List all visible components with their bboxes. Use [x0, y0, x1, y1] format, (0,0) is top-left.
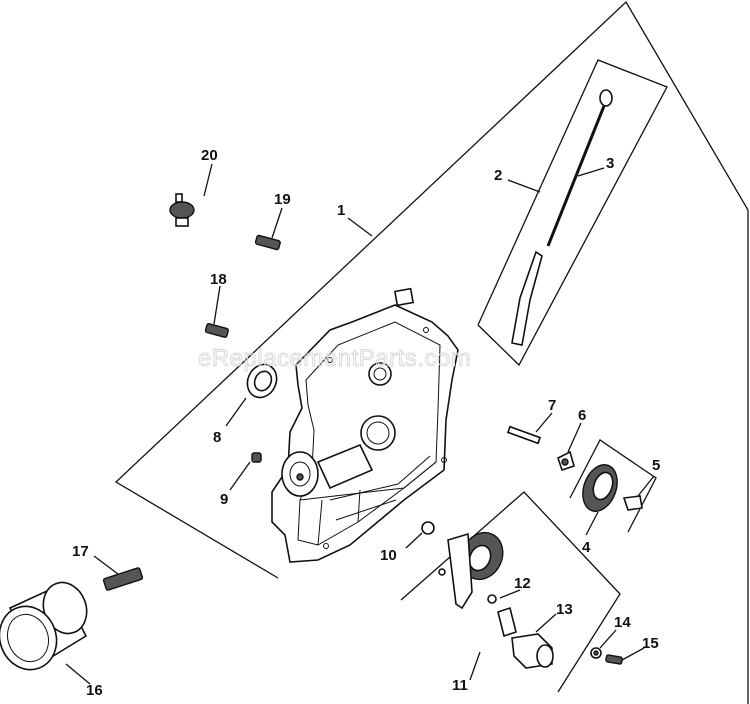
dowel-pin — [506, 425, 542, 445]
label-2: 2 — [494, 167, 502, 184]
label-8: 8 — [213, 429, 221, 446]
label-12: 12 — [514, 575, 531, 592]
label-10: 10 — [380, 547, 397, 564]
label-7: 7 — [548, 397, 556, 414]
label-3: 3 — [606, 155, 614, 172]
label-14: 14 — [614, 614, 631, 631]
oil-sensor — [169, 193, 195, 227]
label-19: 19 — [274, 191, 291, 208]
label-5: 5 — [652, 457, 660, 474]
label-4: 4 — [582, 539, 591, 556]
label-20: 20 — [201, 147, 218, 164]
label-18: 18 — [210, 271, 227, 288]
o-ring — [487, 594, 497, 604]
oil-pickup — [511, 633, 554, 669]
washer — [590, 647, 602, 659]
dipstick-tube — [511, 250, 543, 346]
label-15: 15 — [642, 635, 659, 652]
screw-18 — [204, 323, 229, 338]
filter-nipple — [102, 567, 144, 591]
oil-pump — [438, 531, 504, 610]
dipstick-group-outline — [477, 59, 668, 367]
ball — [421, 521, 435, 535]
dipstick — [546, 89, 613, 247]
callout-labels: 1 2 3 4 5 6 7 8 9 10 11 12 13 14 15 16 1… — [72, 147, 660, 699]
oil-seal — [246, 363, 278, 399]
label-1: 1 — [337, 202, 345, 219]
label-6: 6 — [578, 407, 586, 424]
closure-plate — [271, 287, 459, 563]
plug — [251, 452, 262, 463]
governor-gear — [582, 464, 618, 512]
leader-lines — [65, 163, 655, 685]
label-11: 11 — [452, 677, 468, 694]
label-13: 13 — [556, 601, 573, 618]
gear-shaft — [622, 495, 643, 511]
watermark: eReplacementParts.com — [198, 345, 471, 372]
screw-small — [605, 654, 623, 665]
label-16: 16 — [86, 682, 103, 699]
label-9: 9 — [220, 491, 228, 508]
oil-pump-group-outline — [400, 491, 621, 693]
screw-19 — [254, 234, 281, 251]
pickup-fitting — [497, 606, 517, 638]
retainer — [557, 450, 575, 472]
main-group-outline — [114, 0, 749, 704]
oil-filter — [0, 581, 88, 671]
label-17: 17 — [72, 543, 89, 560]
